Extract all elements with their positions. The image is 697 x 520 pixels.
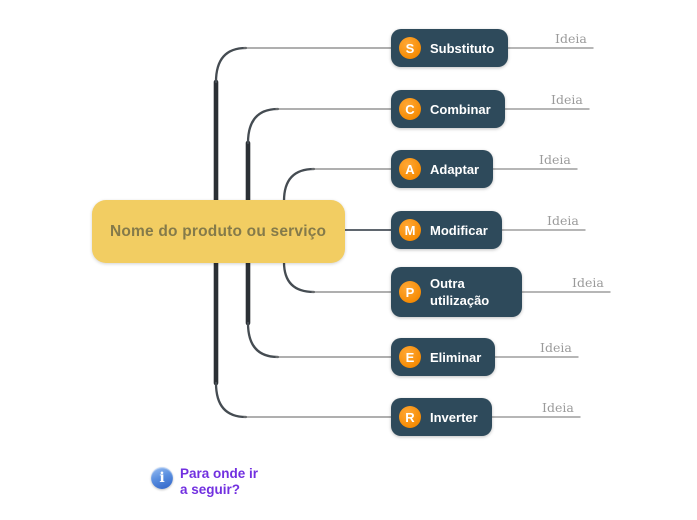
letter-badge-icon: C: [399, 98, 421, 120]
branch-node-combinar[interactable]: C Combinar: [391, 90, 505, 128]
letter-badge-icon: M: [399, 219, 421, 241]
help-link-text: Para onde ir a seguir?: [180, 466, 258, 498]
branch-label: Modificar: [430, 222, 488, 238]
branch-label: Inverter: [430, 409, 478, 425]
branch-node-modificar[interactable]: M Modificar: [391, 211, 502, 249]
help-link[interactable]: i Para onde ir a seguir?: [151, 466, 258, 498]
branch-label: Eliminar: [430, 349, 482, 365]
help-link-line2: a seguir?: [180, 482, 241, 497]
idea-placeholder-eliminar[interactable]: Ideia: [540, 340, 572, 355]
branch-node-substituto[interactable]: S Substituto: [391, 29, 509, 67]
info-icon[interactable]: i: [151, 467, 173, 489]
idea-placeholder-combinar[interactable]: Ideia: [551, 92, 583, 107]
letter-badge-icon: E: [399, 346, 421, 368]
branch-node-adaptar[interactable]: A Adaptar: [391, 150, 494, 188]
letter-badge-icon: A: [399, 158, 421, 180]
help-link-line1: Para onde ir: [180, 466, 259, 481]
central-topic-label: Nome do produto ou serviço: [110, 223, 327, 240]
branch-label: Combinar: [430, 101, 491, 117]
letter-badge-icon: S: [399, 37, 421, 59]
central-topic-node[interactable]: Nome do produto ou serviço: [92, 200, 345, 263]
branch-label: Outra utilização: [430, 276, 490, 308]
branch-node-inverter[interactable]: R Inverter: [391, 398, 492, 436]
idea-placeholder-modificar[interactable]: Ideia: [547, 213, 579, 228]
branch-node-eliminar[interactable]: E Eliminar: [391, 338, 496, 376]
branch-label: Substituto: [430, 40, 495, 56]
idea-placeholder-outra-utilizacao[interactable]: Ideia: [572, 275, 604, 290]
branch-node-outra-utilizacao[interactable]: P Outra utilização: [391, 267, 522, 317]
letter-badge-icon: R: [399, 406, 421, 428]
idea-placeholder-inverter[interactable]: Ideia: [542, 400, 574, 415]
idea-placeholder-adaptar[interactable]: Ideia: [539, 152, 571, 167]
letter-badge-icon: P: [399, 281, 421, 303]
idea-placeholder-substituto[interactable]: Ideia: [555, 31, 587, 46]
info-icon-glyph: i: [159, 469, 165, 486]
branch-label: Adaptar: [430, 161, 480, 177]
